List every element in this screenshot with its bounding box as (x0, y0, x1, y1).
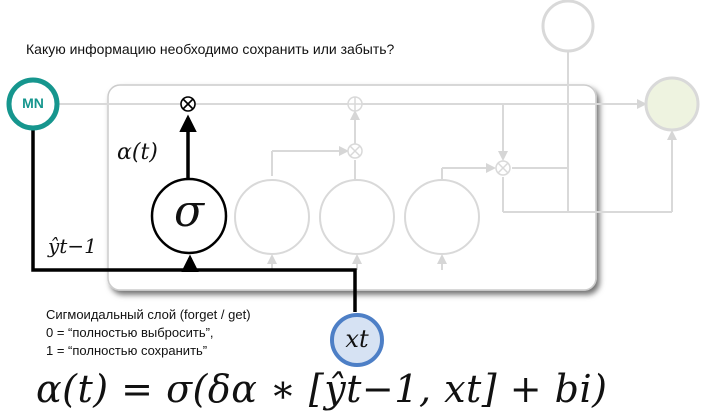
input-multiply-operator (347, 143, 363, 159)
xt-label: xt (345, 325, 369, 353)
mn-node (6, 77, 60, 131)
sum-operator (347, 96, 363, 112)
input-gate-circle (234, 179, 310, 255)
alpha-label: α(t) (117, 140, 158, 165)
sigma-symbol: σ (173, 186, 205, 237)
hidden-output-circle (541, 0, 595, 53)
forget-gate-formula: α(t) = σ(δα ∗ [ŷt−1, xt] + bi) (36, 367, 608, 411)
forget-multiply-operator (180, 96, 196, 112)
output-gate-circle (404, 179, 480, 255)
sigma-gate-circle (150, 177, 228, 255)
question-text: Какую информацию необходимо сохранить ил… (26, 41, 395, 57)
note-line-1: Сигмоидальный слой (forget / get) (46, 307, 251, 322)
note-line-2: 0 = “полностью выбросить”, (46, 325, 214, 340)
candidate-gate-circle (319, 179, 395, 255)
output-multiply-operator (495, 160, 511, 176)
cell-output-circle (644, 76, 700, 132)
mn-label: MN (22, 95, 44, 111)
xt-node (330, 313, 384, 367)
note-line-3: 1 = “полностью сохранить” (46, 343, 208, 358)
forget-gate-path (31, 114, 357, 312)
y-prev-label: ŷt−1 (48, 234, 97, 258)
